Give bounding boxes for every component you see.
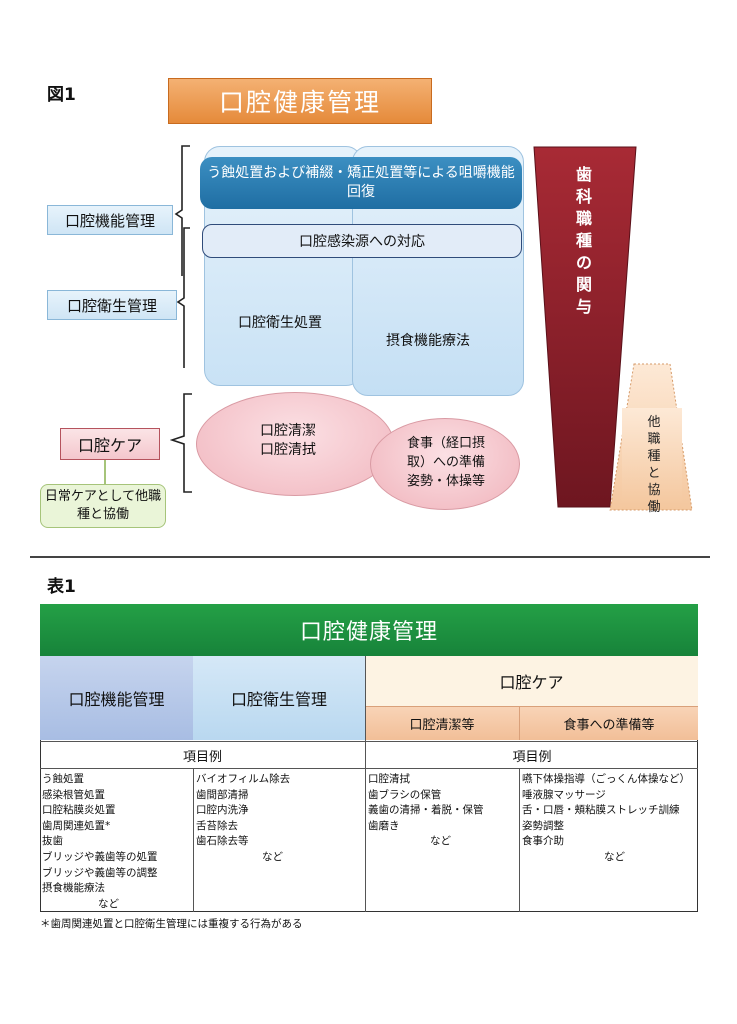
col-oral-care: 口腔ケア <box>365 656 698 706</box>
list-item: 歯ブラシの保管 <box>368 788 442 801</box>
clean-line: 口腔清拭 <box>260 442 316 458</box>
subcol-oral-cleaning: 口腔清潔等 <box>365 706 519 740</box>
list-item: ブリッジや義歯等の処置 <box>42 850 158 863</box>
oral-cleaning-text: 口腔清潔 口腔清拭 <box>244 422 332 460</box>
list-item: 口腔内洗浄 <box>196 804 249 817</box>
vertical-char: 科 <box>575 187 592 206</box>
oral-function-management-label: 口腔機能管理 <box>47 205 173 235</box>
connector-line <box>104 460 106 486</box>
vertical-char: 協 <box>647 483 661 498</box>
list-item: 舌苔除去 <box>196 819 238 832</box>
dental-involvement-text: 歯科職種の関与 <box>572 164 596 318</box>
meal-line: 姿勢・体操等 <box>406 474 485 489</box>
meal-line: 取）への準備 <box>406 455 485 470</box>
vertical-char: 職 <box>647 432 661 447</box>
list-item: 歯石除去等 <box>196 835 249 848</box>
oral-care-label: 口腔ケア <box>60 428 160 460</box>
list-item: 舌・口唇・頬粘膜ストレッチ訓練 <box>522 804 680 817</box>
oral-hygiene-management-label: 口腔衛生管理 <box>47 290 177 320</box>
meal-prep-text: 食事（経口摂 取）への準備 姿勢・体操等 <box>386 434 506 491</box>
list-oral-hygiene: バイオフィルム除去 歯間部清掃 口腔内洗浄 舌苔除去 歯石除去等 など <box>196 772 362 866</box>
list-item: 唾液腺マッサージ <box>522 788 606 801</box>
table-divider-main <box>365 656 366 912</box>
list-oral-function: う蝕処置 感染根管処置 口腔粘膜炎処置 歯周関連処置* 抜歯 ブリッジや義歯等の… <box>42 772 192 912</box>
vertical-char: 職 <box>575 209 592 228</box>
list-etc: など <box>262 850 283 863</box>
bracket-function <box>174 145 190 276</box>
daily-care-collaboration-box: 日常ケアとして他職種と協働 <box>40 484 166 528</box>
vertical-char: と <box>647 466 661 481</box>
footnote: ＊歯周関連処置と口腔衛生管理には重複する行為がある <box>40 918 303 930</box>
other-profession-text: 他職種と協働 <box>645 414 663 516</box>
bracket-hygiene <box>176 227 190 368</box>
list-item: 感染根管処置 <box>42 788 105 801</box>
subcol-meal-prep: 食事への準備等 <box>519 706 698 740</box>
list-meal-prep: 嚥下体操指導（ごっくん体操など） 唾液腺マッサージ 舌・口唇・頬粘膜ストレッチ訓… <box>522 772 698 866</box>
vertical-char: 与 <box>575 297 592 316</box>
list-item: 義歯の清掃・着脱・保管 <box>368 804 484 817</box>
table-header: 口腔健康管理 <box>40 604 698 656</box>
oral-cleaning-ellipse <box>196 392 394 496</box>
list-item: 姿勢調整 <box>522 819 564 832</box>
list-item: 口腔清拭 <box>368 773 410 785</box>
vertical-char: 関 <box>575 275 592 294</box>
section-divider <box>30 556 710 558</box>
list-item: 歯磨き <box>368 819 400 832</box>
list-item: 歯間部清掃 <box>196 788 249 801</box>
list-etc: など <box>604 850 625 863</box>
caries-treatment-banner: う蝕処置および補綴・矯正処置等による咀嚼機能回復 <box>200 157 522 209</box>
list-item: う蝕処置 <box>42 773 84 785</box>
list-item: バイオフィルム除去 <box>196 773 291 785</box>
col-oral-hygiene: 口腔衛生管理 <box>193 656 365 740</box>
bracket-care <box>170 393 192 493</box>
list-item: 抜歯 <box>42 835 63 848</box>
bracket-lines <box>170 145 192 493</box>
hygiene-procedure-text: 口腔衛生処置 <box>238 315 322 331</box>
diagram-title: 口腔健康管理 <box>168 78 432 124</box>
vertical-char: 働 <box>647 500 661 515</box>
examples-header-right: 項目例 <box>365 741 698 769</box>
list-item: 嚥下体操指導（ごっくん体操など） <box>522 773 690 785</box>
meal-line: 食事（経口摂 <box>406 436 485 451</box>
other-profession-trapezoid <box>609 363 693 511</box>
vertical-char: 種 <box>575 231 592 250</box>
feeding-therapy-text: 摂食機能療法 <box>386 333 470 349</box>
list-item: 口腔粘膜炎処置 <box>42 804 116 817</box>
vertical-char: 他 <box>647 415 661 430</box>
examples-header-left: 項目例 <box>40 741 365 769</box>
list-etc: など <box>430 835 451 848</box>
vertical-char: 種 <box>647 449 661 464</box>
table-label: 表1 <box>47 577 76 597</box>
col-oral-function: 口腔機能管理 <box>40 656 193 740</box>
infection-source-banner: 口腔感染源への対応 <box>202 224 522 258</box>
meal-prep-ellipse <box>370 418 520 510</box>
figure-label: 図1 <box>47 85 76 105</box>
list-item: 摂食機能療法 <box>42 882 105 895</box>
clean-line: 口腔清潔 <box>260 423 316 439</box>
vertical-char: 歯 <box>575 165 592 184</box>
table-divider-left <box>193 769 194 912</box>
table-divider-right <box>519 769 520 912</box>
list-item: ブリッジや義歯等の調整 <box>42 866 158 879</box>
list-oral-cleaning: 口腔清拭 歯ブラシの保管 義歯の清掃・着脱・保管 歯磨き など <box>368 772 518 850</box>
list-etc: など <box>98 897 119 910</box>
list-item: 歯周関連処置* <box>42 819 111 832</box>
list-item: 食事介助 <box>522 835 564 848</box>
vertical-char: の <box>575 253 592 272</box>
